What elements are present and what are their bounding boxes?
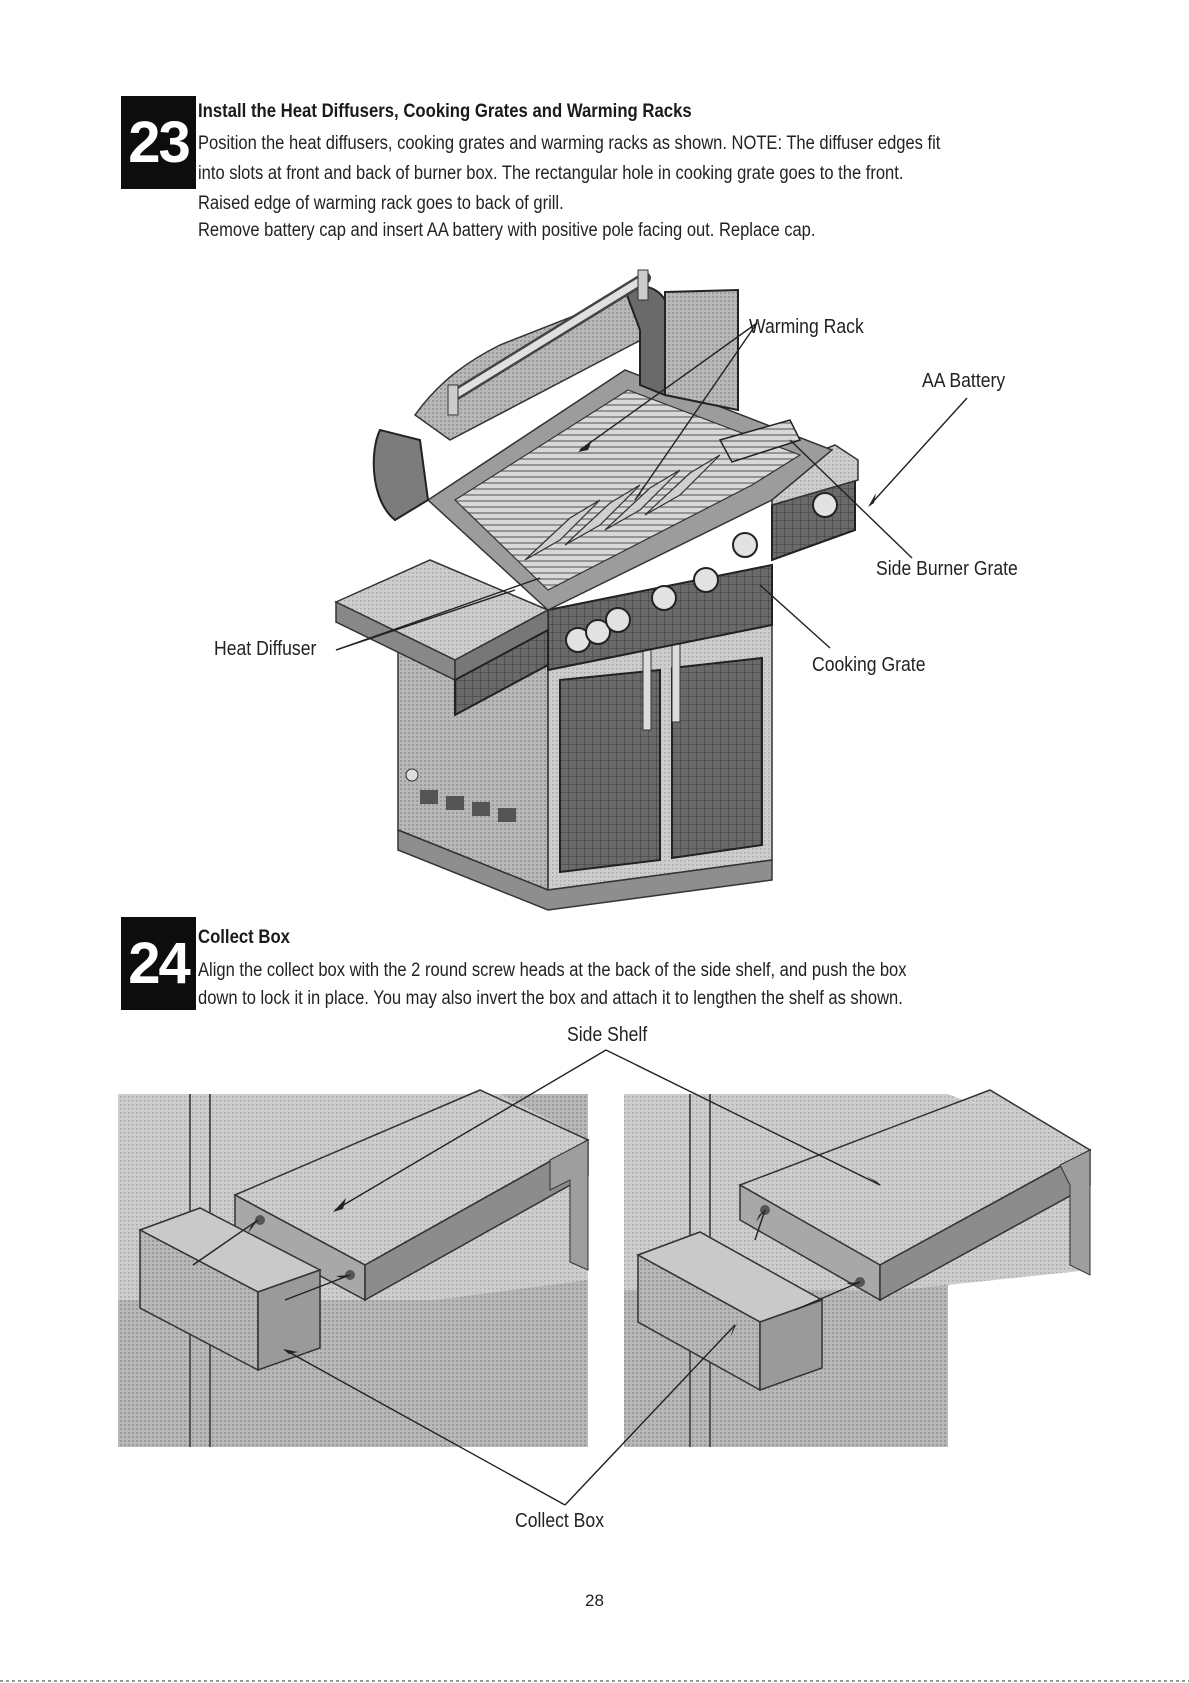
step-23-number: 23 (128, 110, 190, 175)
collect-box-illustration-left (118, 1089, 590, 1447)
callout-aa-battery: AA Battery (922, 370, 1006, 392)
step-23-line-4: Remove battery cap and insert AA battery… (198, 220, 816, 241)
callout-heat-diffuser: Heat Diffuser (214, 638, 317, 660)
grill-cart (397, 619, 773, 911)
collect-box-illustration-right (624, 1089, 1092, 1447)
step-24-number: 24 (128, 931, 190, 996)
step-23-line-1: Position the heat diffusers, cooking gra… (198, 133, 941, 154)
step-23-badge: 23 (121, 96, 196, 189)
step-23-leader-lines (335, 322, 968, 651)
step-24-badge: 24 (121, 917, 196, 1010)
callout-side-burner-grate: Side Burner Grate (876, 558, 1018, 580)
step-23-arrowheads (578, 440, 876, 507)
page-number: 28 (585, 1591, 604, 1610)
page-bottom-rule (0, 1680, 1189, 1682)
callout-cooking-grate: Cooking Grate (812, 654, 926, 676)
step-23-line-3: Raised edge of warming rack goes to back… (198, 193, 564, 214)
callout-warming-rack: Warming Rack (749, 316, 864, 338)
step-24-leader-lines (192, 1049, 881, 1506)
step-23-title: Install the Heat Diffusers, Cooking Grat… (198, 101, 692, 122)
callout-side-shelf: Side Shelf (567, 1024, 648, 1046)
step-24-line-1: Align the collect box with the 2 round s… (198, 960, 907, 981)
grill-lid (372, 269, 739, 522)
step-23-line-2: into slots at front and back of burner b… (198, 163, 904, 184)
control-panel (547, 478, 856, 672)
step-24-title: Collect Box (198, 927, 290, 948)
left-side-shelf (334, 559, 550, 717)
step-24-arrowheads (248, 1176, 882, 1354)
callout-collect-box: Collect Box (515, 1510, 605, 1532)
step-24-line-2: down to lock it in place. You may also i… (198, 988, 903, 1009)
firebox (426, 369, 834, 611)
